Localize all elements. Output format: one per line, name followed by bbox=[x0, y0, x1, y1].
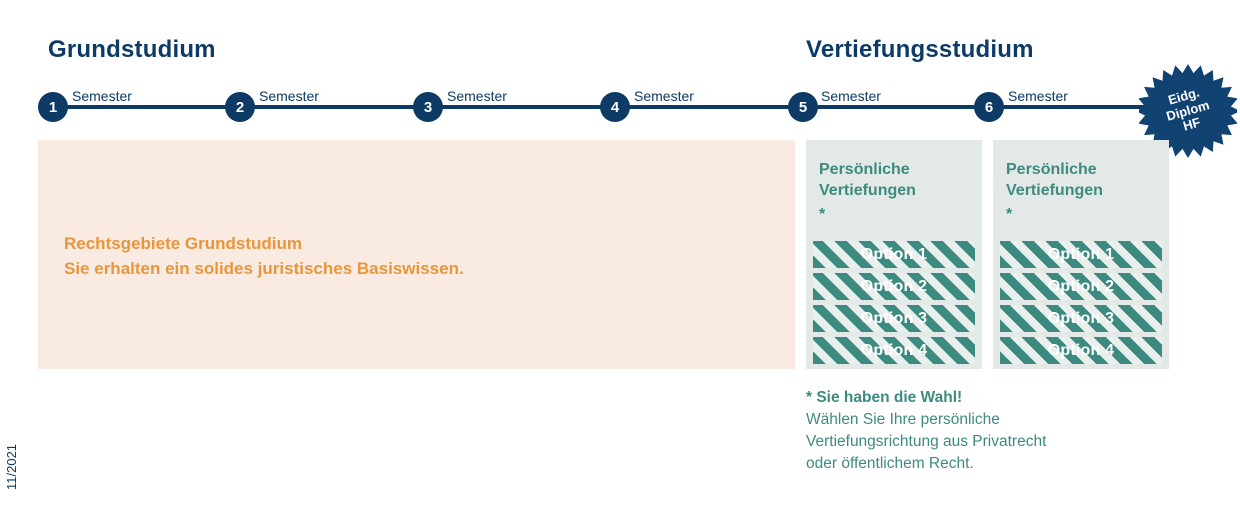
semester-label-4: Semester bbox=[634, 88, 694, 104]
semester-node-3[interactable]: 3 bbox=[413, 92, 443, 122]
semester-label-3: Semester bbox=[447, 88, 507, 104]
vertiefung-option-label: Option 2 bbox=[860, 277, 928, 295]
diploma-starburst-badge: Eidg. Diplom HF bbox=[1139, 62, 1237, 160]
vertiefung-option-item[interactable]: Option 1 bbox=[1000, 241, 1162, 268]
semester-node-1[interactable]: 1 bbox=[38, 92, 68, 122]
semester-node-5[interactable]: 5 bbox=[788, 92, 818, 122]
vertiefung-option-item[interactable]: Option 4 bbox=[1000, 337, 1162, 364]
grundstudium-description-line-1: Rechtsgebiete Grundstudium bbox=[64, 234, 303, 253]
footnote-headline: * Sie haben die Wahl! bbox=[806, 389, 963, 406]
vertiefung-heading-line-2: Vertiefungen bbox=[819, 181, 916, 199]
vertiefung-panel-semester-5: Persönliche Vertiefungen * Option 1 Opti… bbox=[806, 140, 982, 369]
section-title-vertiefungsstudium: Vertiefungsstudium bbox=[806, 36, 1034, 63]
vertiefung-option-item[interactable]: Option 2 bbox=[1000, 273, 1162, 300]
vertiefung-heading-line-1: Persönliche bbox=[1006, 161, 1097, 178]
footnote-block: * Sie haben die Wahl! Wählen Sie Ihre pe… bbox=[806, 387, 1156, 476]
semester-node-number: 4 bbox=[610, 98, 620, 116]
semester-label-1: Semester bbox=[72, 88, 132, 104]
vertiefung-option-label: Option 3 bbox=[860, 309, 928, 327]
vertiefung-option-label: Option 2 bbox=[1047, 277, 1115, 295]
vertiefung-footnote-marker: * bbox=[1006, 206, 1013, 223]
vertiefung-option-label: Option 3 bbox=[1047, 309, 1115, 327]
vertiefung-option-list: Option 1 Option 2 Option 3 Option 4 bbox=[813, 241, 975, 369]
starburst-icon bbox=[1139, 63, 1237, 159]
vertiefung-heading-line-2: Vertiefungen bbox=[1006, 181, 1103, 199]
vertiefung-option-item[interactable]: Option 3 bbox=[1000, 305, 1162, 332]
footnote-line-2: Vertiefungsrichtung aus Privatrecht bbox=[806, 433, 1047, 451]
semester-node-2[interactable]: 2 bbox=[225, 92, 255, 122]
semester-node-number: 5 bbox=[798, 98, 808, 116]
semester-label-5: Semester bbox=[821, 88, 881, 104]
grundstudium-description-line-2: Sie erhalten ein solides juristisches Ba… bbox=[64, 258, 464, 278]
semester-node-number: 1 bbox=[48, 98, 58, 116]
vertiefung-panel-heading: Persönliche Vertiefungen bbox=[1006, 160, 1103, 202]
date-stamp: 11/2021 bbox=[4, 443, 19, 490]
grundstudium-description: Rechtsgebiete Grundstudium Sie erhalten … bbox=[64, 232, 464, 281]
vertiefung-panel-heading: Persönliche Vertiefungen bbox=[819, 160, 916, 202]
semester-node-4[interactable]: 4 bbox=[600, 92, 630, 122]
semester-node-number: 2 bbox=[235, 98, 245, 116]
vertiefung-panel-semester-6: Persönliche Vertiefungen * Option 1 Opti… bbox=[993, 140, 1169, 369]
footnote-line-1: Wählen Sie Ihre persönliche bbox=[806, 411, 1000, 429]
semester-node-number: 6 bbox=[984, 98, 994, 116]
vertiefung-option-label: Option 4 bbox=[860, 341, 928, 359]
vertiefung-heading-line-1: Persönliche bbox=[819, 161, 910, 178]
vertiefung-option-item[interactable]: Option 3 bbox=[813, 305, 975, 332]
semester-node-6[interactable]: 6 bbox=[974, 92, 1004, 122]
semester-label-6: Semester bbox=[1008, 88, 1068, 104]
footnote-line-3: oder öffentlichem Recht. bbox=[806, 455, 974, 473]
vertiefung-option-item[interactable]: Option 1 bbox=[813, 241, 975, 268]
vertiefung-option-label: Option 1 bbox=[860, 245, 928, 263]
section-title-grundstudium: Grundstudium bbox=[48, 36, 216, 63]
semester-node-number: 3 bbox=[423, 98, 433, 116]
vertiefung-option-list: Option 1 Option 2 Option 3 Option 4 bbox=[1000, 241, 1162, 369]
grundstudium-content-block: Rechtsgebiete Grundstudium Sie erhalten … bbox=[38, 140, 795, 369]
vertiefung-option-label: Option 4 bbox=[1047, 341, 1115, 359]
vertiefung-footnote-marker: * bbox=[819, 206, 826, 223]
vertiefung-option-item[interactable]: Option 2 bbox=[813, 273, 975, 300]
semester-label-2: Semester bbox=[259, 88, 319, 104]
vertiefung-option-item[interactable]: Option 4 bbox=[813, 337, 975, 364]
vertiefung-option-label: Option 1 bbox=[1047, 245, 1115, 263]
